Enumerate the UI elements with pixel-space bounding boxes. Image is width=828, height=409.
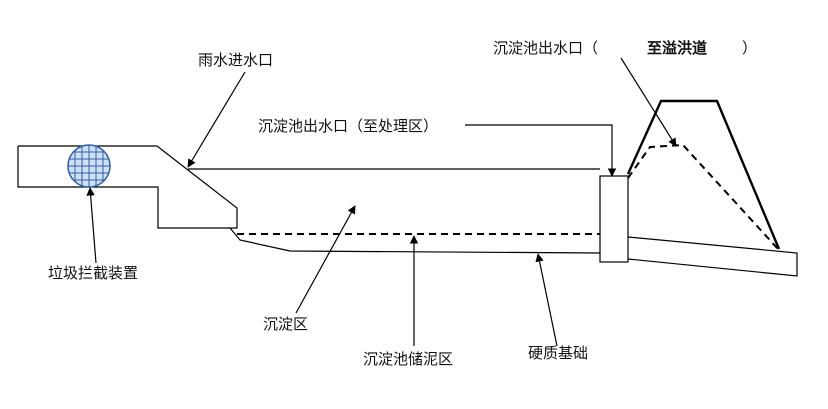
garbage-screen xyxy=(67,144,111,188)
label-rain-inlet: 雨水进水口 xyxy=(198,51,273,69)
leader-settling-zone xyxy=(295,205,356,314)
spillway-outline xyxy=(626,99,781,250)
leader-hard-foundation xyxy=(535,253,558,347)
label-outlet-spillway-suffix: ） xyxy=(742,39,757,57)
label-outlet-treatment: 沉淀池出水口（至处理区） xyxy=(258,117,438,135)
label-settling-zone: 沉淀区 xyxy=(263,315,308,333)
leader-outlet-spillway xyxy=(620,57,677,147)
label-outlet-spillway-prefix: 沉淀池出水口（ xyxy=(493,39,598,57)
outlet-gate-box xyxy=(599,175,629,263)
foundation-slab xyxy=(627,236,798,277)
inlet-channel-outline xyxy=(17,145,238,229)
label-garbage-device: 垃圾拦截装置 xyxy=(48,264,138,282)
leader-garbage-device xyxy=(86,187,97,264)
label-outlet-spillway-mid: 至溢洪道 xyxy=(647,39,707,57)
label-hard-foundation: 硬质基础 xyxy=(528,344,588,362)
leader-rain-inlet xyxy=(187,71,246,168)
leader-outlet-treatment xyxy=(465,124,617,177)
pond-bottom-outline xyxy=(229,227,601,254)
label-sludge-storage: 沉淀池储泥区 xyxy=(363,350,453,368)
spillway-dashed-profile xyxy=(627,143,779,250)
